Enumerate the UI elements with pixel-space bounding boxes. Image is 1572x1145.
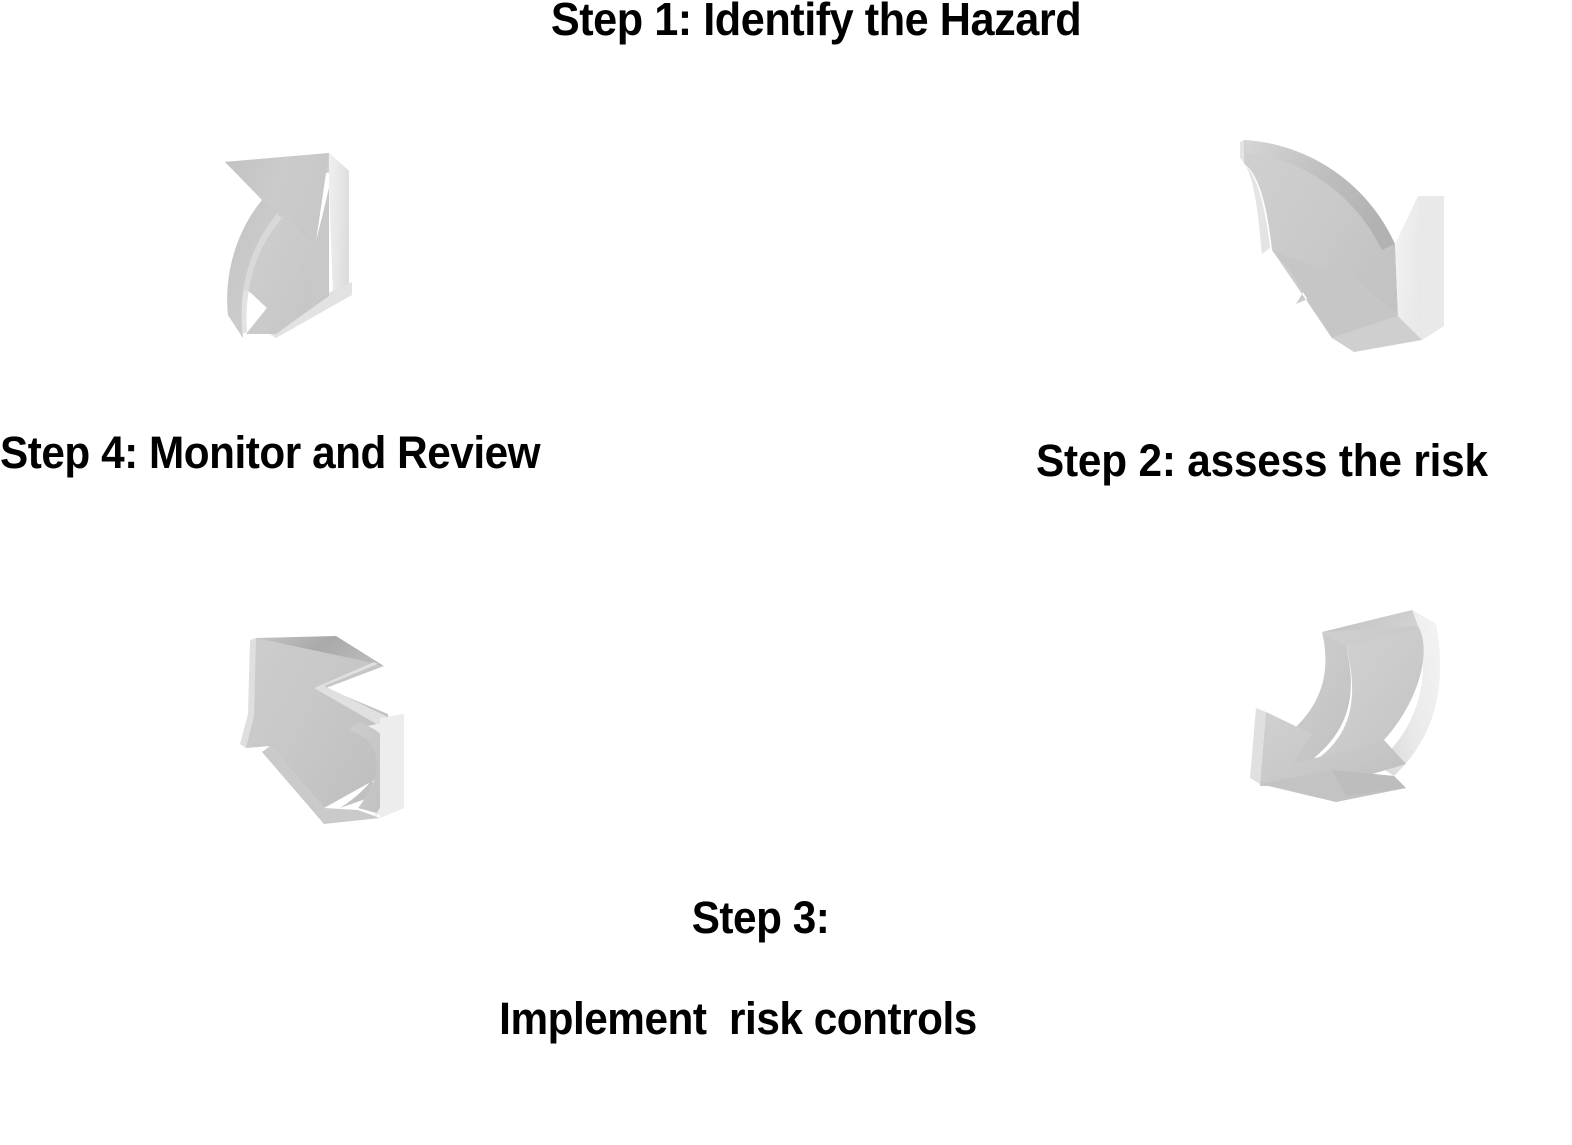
step-4-label: Step 4: Monitor and Review: [0, 427, 541, 478]
step-3-label-line-1: Step 3:: [691, 892, 830, 944]
step-2-label: Step 2: assess the risk: [1036, 435, 1488, 486]
step-1-label: Step 1: Identify the Hazard: [550, 0, 1082, 45]
curved-3d-arrow-down-right-icon: [1232, 126, 1462, 361]
curved-3d-arrow-up-left-icon: [228, 618, 428, 833]
risk-management-cycle-diagram: Step 1: Identify the Hazard Step 2: asse…: [0, 0, 1488, 1044]
curved-3d-arrow-down-left-icon: [1236, 588, 1466, 813]
step-3-label: Step 3: Implement risk controls: [268, 843, 1208, 1145]
curved-3d-arrow-up-right-icon: [216, 148, 416, 363]
step-3-label-line-2: Implement risk controls: [499, 993, 977, 1045]
